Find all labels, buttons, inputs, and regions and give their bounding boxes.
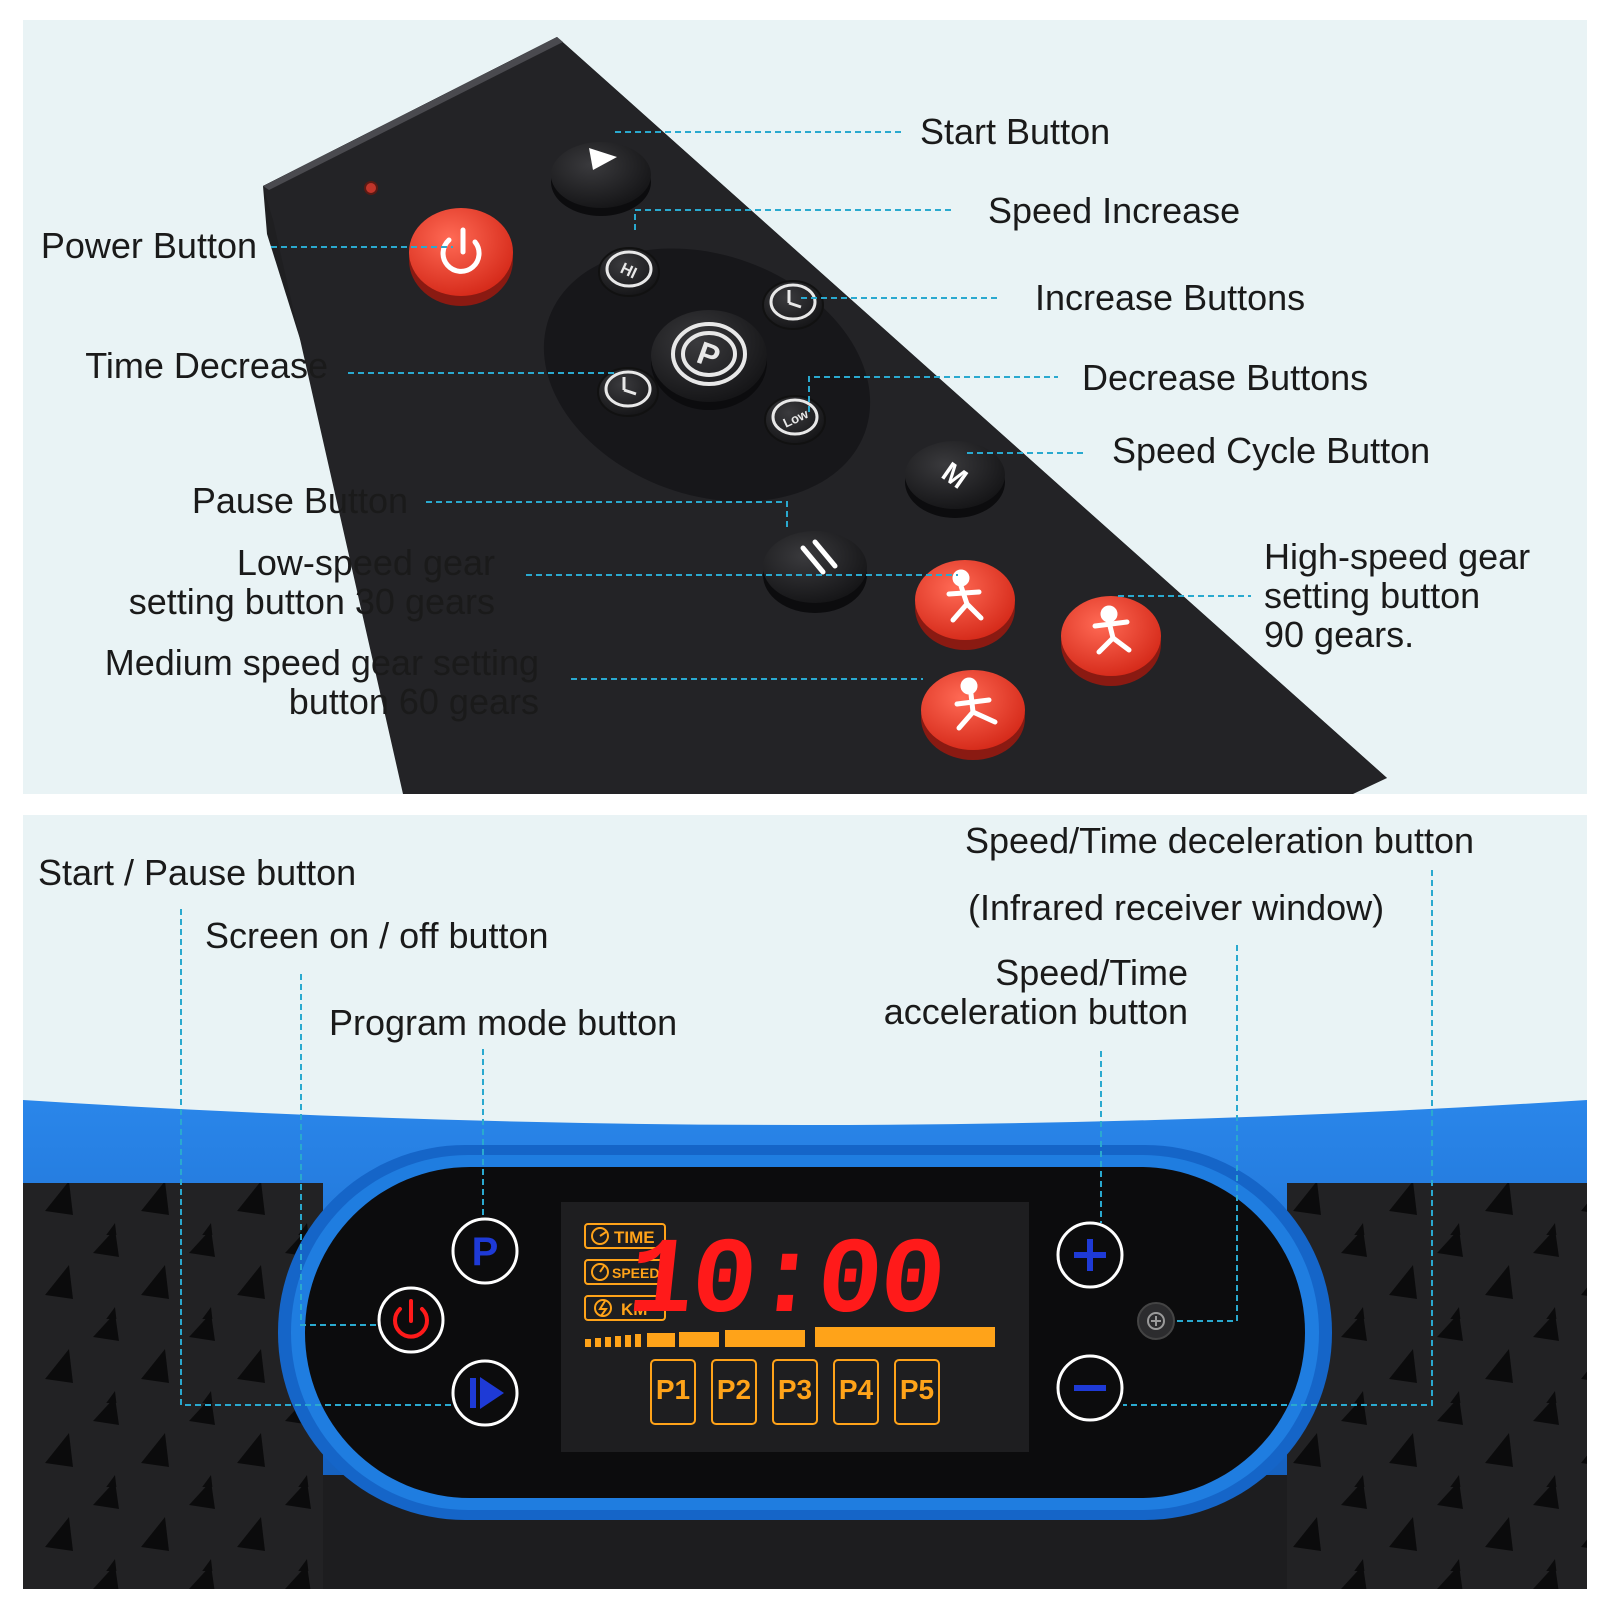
- remote-speed-increase-button[interactable]: HI: [598, 247, 660, 297]
- lcd-program-row: P1 P2 P3 P4 P5: [650, 1359, 940, 1425]
- walking-figure-icon: [946, 569, 984, 623]
- hi-glyph: HI: [618, 260, 640, 282]
- program-box-2: [711, 1359, 757, 1425]
- clock-icon: [604, 370, 652, 408]
- console-minus-button[interactable]: [1056, 1354, 1124, 1422]
- label-acceleration-line1: Speed/Time: [995, 952, 1188, 993]
- label-pause-button: Pause Button: [191, 480, 408, 521]
- running-figure-icon: [1092, 605, 1132, 655]
- lcd-speed-tag-text: SPEED: [612, 1265, 659, 1281]
- label-acceleration-line2: acceleration button: [883, 991, 1188, 1032]
- label-deceleration-button: Speed/Time deceleration button: [965, 820, 1474, 861]
- leader-start-pause: [180, 909, 453, 1406]
- label-program-mode-button: Program mode button: [329, 1002, 678, 1043]
- label-high-speed-line3: 90 gears.: [1264, 614, 1415, 655]
- label-screen-onoff-button: Screen on / off button: [205, 915, 549, 956]
- remote-speed-cycle-button[interactable]: M: [905, 441, 1005, 518]
- label-start-button: Start Button: [920, 111, 1111, 152]
- program-box-5: [894, 1359, 940, 1425]
- program-box-1: [650, 1359, 696, 1425]
- program-box-3: [772, 1359, 818, 1425]
- label-time-decrease: Time Decrease: [85, 345, 328, 386]
- lcd-level-bar: [585, 1327, 995, 1347]
- remote-diagram-panel: P HI: [23, 20, 1587, 794]
- remote-illustration: P HI: [263, 37, 1387, 794]
- program-box-4: [833, 1359, 879, 1425]
- plus-icon: [1074, 1239, 1106, 1271]
- console-leader-lines: [180, 870, 1433, 1406]
- play-pause-icon: [470, 1377, 504, 1409]
- leader-decrease-buttons: [808, 376, 1058, 412]
- speedometer-icon: [591, 1263, 609, 1281]
- pause-icon: [800, 539, 838, 575]
- lcd-time-tag-text: TIME: [614, 1228, 655, 1247]
- label-decrease-buttons: Decrease Buttons: [1082, 357, 1369, 398]
- leader-speed-increase: [634, 209, 953, 230]
- lcd-speed-tag: SPEED: [584, 1259, 666, 1285]
- leader-screen-onoff: [300, 974, 379, 1326]
- remote-power-button[interactable]: [409, 208, 513, 306]
- lcd-km-tag-text: KM: [621, 1300, 647, 1319]
- remote-edge-highlight: [263, 37, 563, 190]
- infrared-receiver-window: [1137, 1302, 1175, 1340]
- clock-icon: [591, 1227, 609, 1245]
- console-plus-button[interactable]: [1056, 1221, 1124, 1289]
- lcd-time-tag: TIME: [584, 1223, 666, 1249]
- remote-time-decrease-button[interactable]: [597, 367, 659, 417]
- left-foot-pad-texture: [23, 1183, 323, 1589]
- lcd-readout: 10:00: [622, 1221, 949, 1344]
- console-power-button[interactable]: [377, 1286, 445, 1354]
- label-low-speed-line2: setting button 30 gears: [128, 581, 495, 622]
- leader-infrared: [1174, 945, 1238, 1322]
- label-medium-speed-line2: button 60 gears: [288, 681, 539, 722]
- lightning-icon: [594, 1299, 612, 1317]
- leader-pause: [426, 501, 788, 528]
- jogging-figure-icon: [954, 677, 998, 731]
- remote-pause-button[interactable]: [763, 531, 867, 613]
- remote-high-speed-gear-button[interactable]: [1061, 596, 1161, 686]
- remote-start-button[interactable]: [551, 142, 651, 216]
- infrared-receiver-icon: [1147, 1312, 1165, 1330]
- led-indicator: [364, 181, 378, 195]
- lcd-km-tag: KM: [584, 1295, 666, 1321]
- label-high-speed-line2: setting button: [1264, 575, 1481, 616]
- leader-deceleration: [1123, 870, 1433, 1406]
- program-label-2: P2: [717, 1374, 751, 1405]
- program-label-4: P4: [839, 1374, 874, 1405]
- label-increase-buttons: Increase Buttons: [1035, 277, 1306, 318]
- program-label-1: P1: [656, 1374, 690, 1405]
- remote-leader-lines: [271, 131, 1251, 680]
- power-icon: [393, 1299, 429, 1339]
- program-icon: [671, 322, 747, 386]
- console-program-button[interactable]: P: [451, 1217, 519, 1285]
- program-glyph: P: [472, 1230, 499, 1274]
- program-label-3: P3: [778, 1374, 812, 1405]
- remote-medium-speed-gear-button[interactable]: [921, 670, 1025, 760]
- label-start-pause-button: Start / Pause button: [38, 852, 357, 893]
- remote-low-speed-gear-button[interactable]: [915, 560, 1015, 650]
- label-low-speed-line1: Low-speed gear: [236, 542, 495, 583]
- label-medium-speed-line1: Medium speed gear setting: [104, 642, 539, 683]
- right-foot-pad-texture: [1287, 1183, 1587, 1589]
- label-power-button: Power Button: [40, 225, 257, 266]
- program-label-5: P5: [900, 1374, 934, 1405]
- play-icon: [589, 148, 617, 170]
- remote-time-increase-button[interactable]: [762, 280, 824, 330]
- remote-speed-decrease-button[interactable]: Low: [764, 395, 826, 445]
- console-start-pause-button[interactable]: [451, 1359, 519, 1427]
- console-illustration: TIME SPEED KM 10:00: [23, 870, 1587, 1589]
- remote-program-button[interactable]: P: [651, 310, 767, 410]
- label-speed-cycle-button: Speed Cycle Button: [1112, 430, 1431, 471]
- label-high-speed-line1: High-speed gear: [1264, 536, 1531, 577]
- clock-icon: [769, 283, 817, 321]
- label-speed-increase: Speed Increase: [988, 190, 1241, 231]
- label-infrared-window: (Infrared receiver window): [968, 887, 1385, 928]
- power-icon: [440, 227, 482, 274]
- console-diagram-panel: TIME SPEED KM 10:00: [23, 815, 1587, 1589]
